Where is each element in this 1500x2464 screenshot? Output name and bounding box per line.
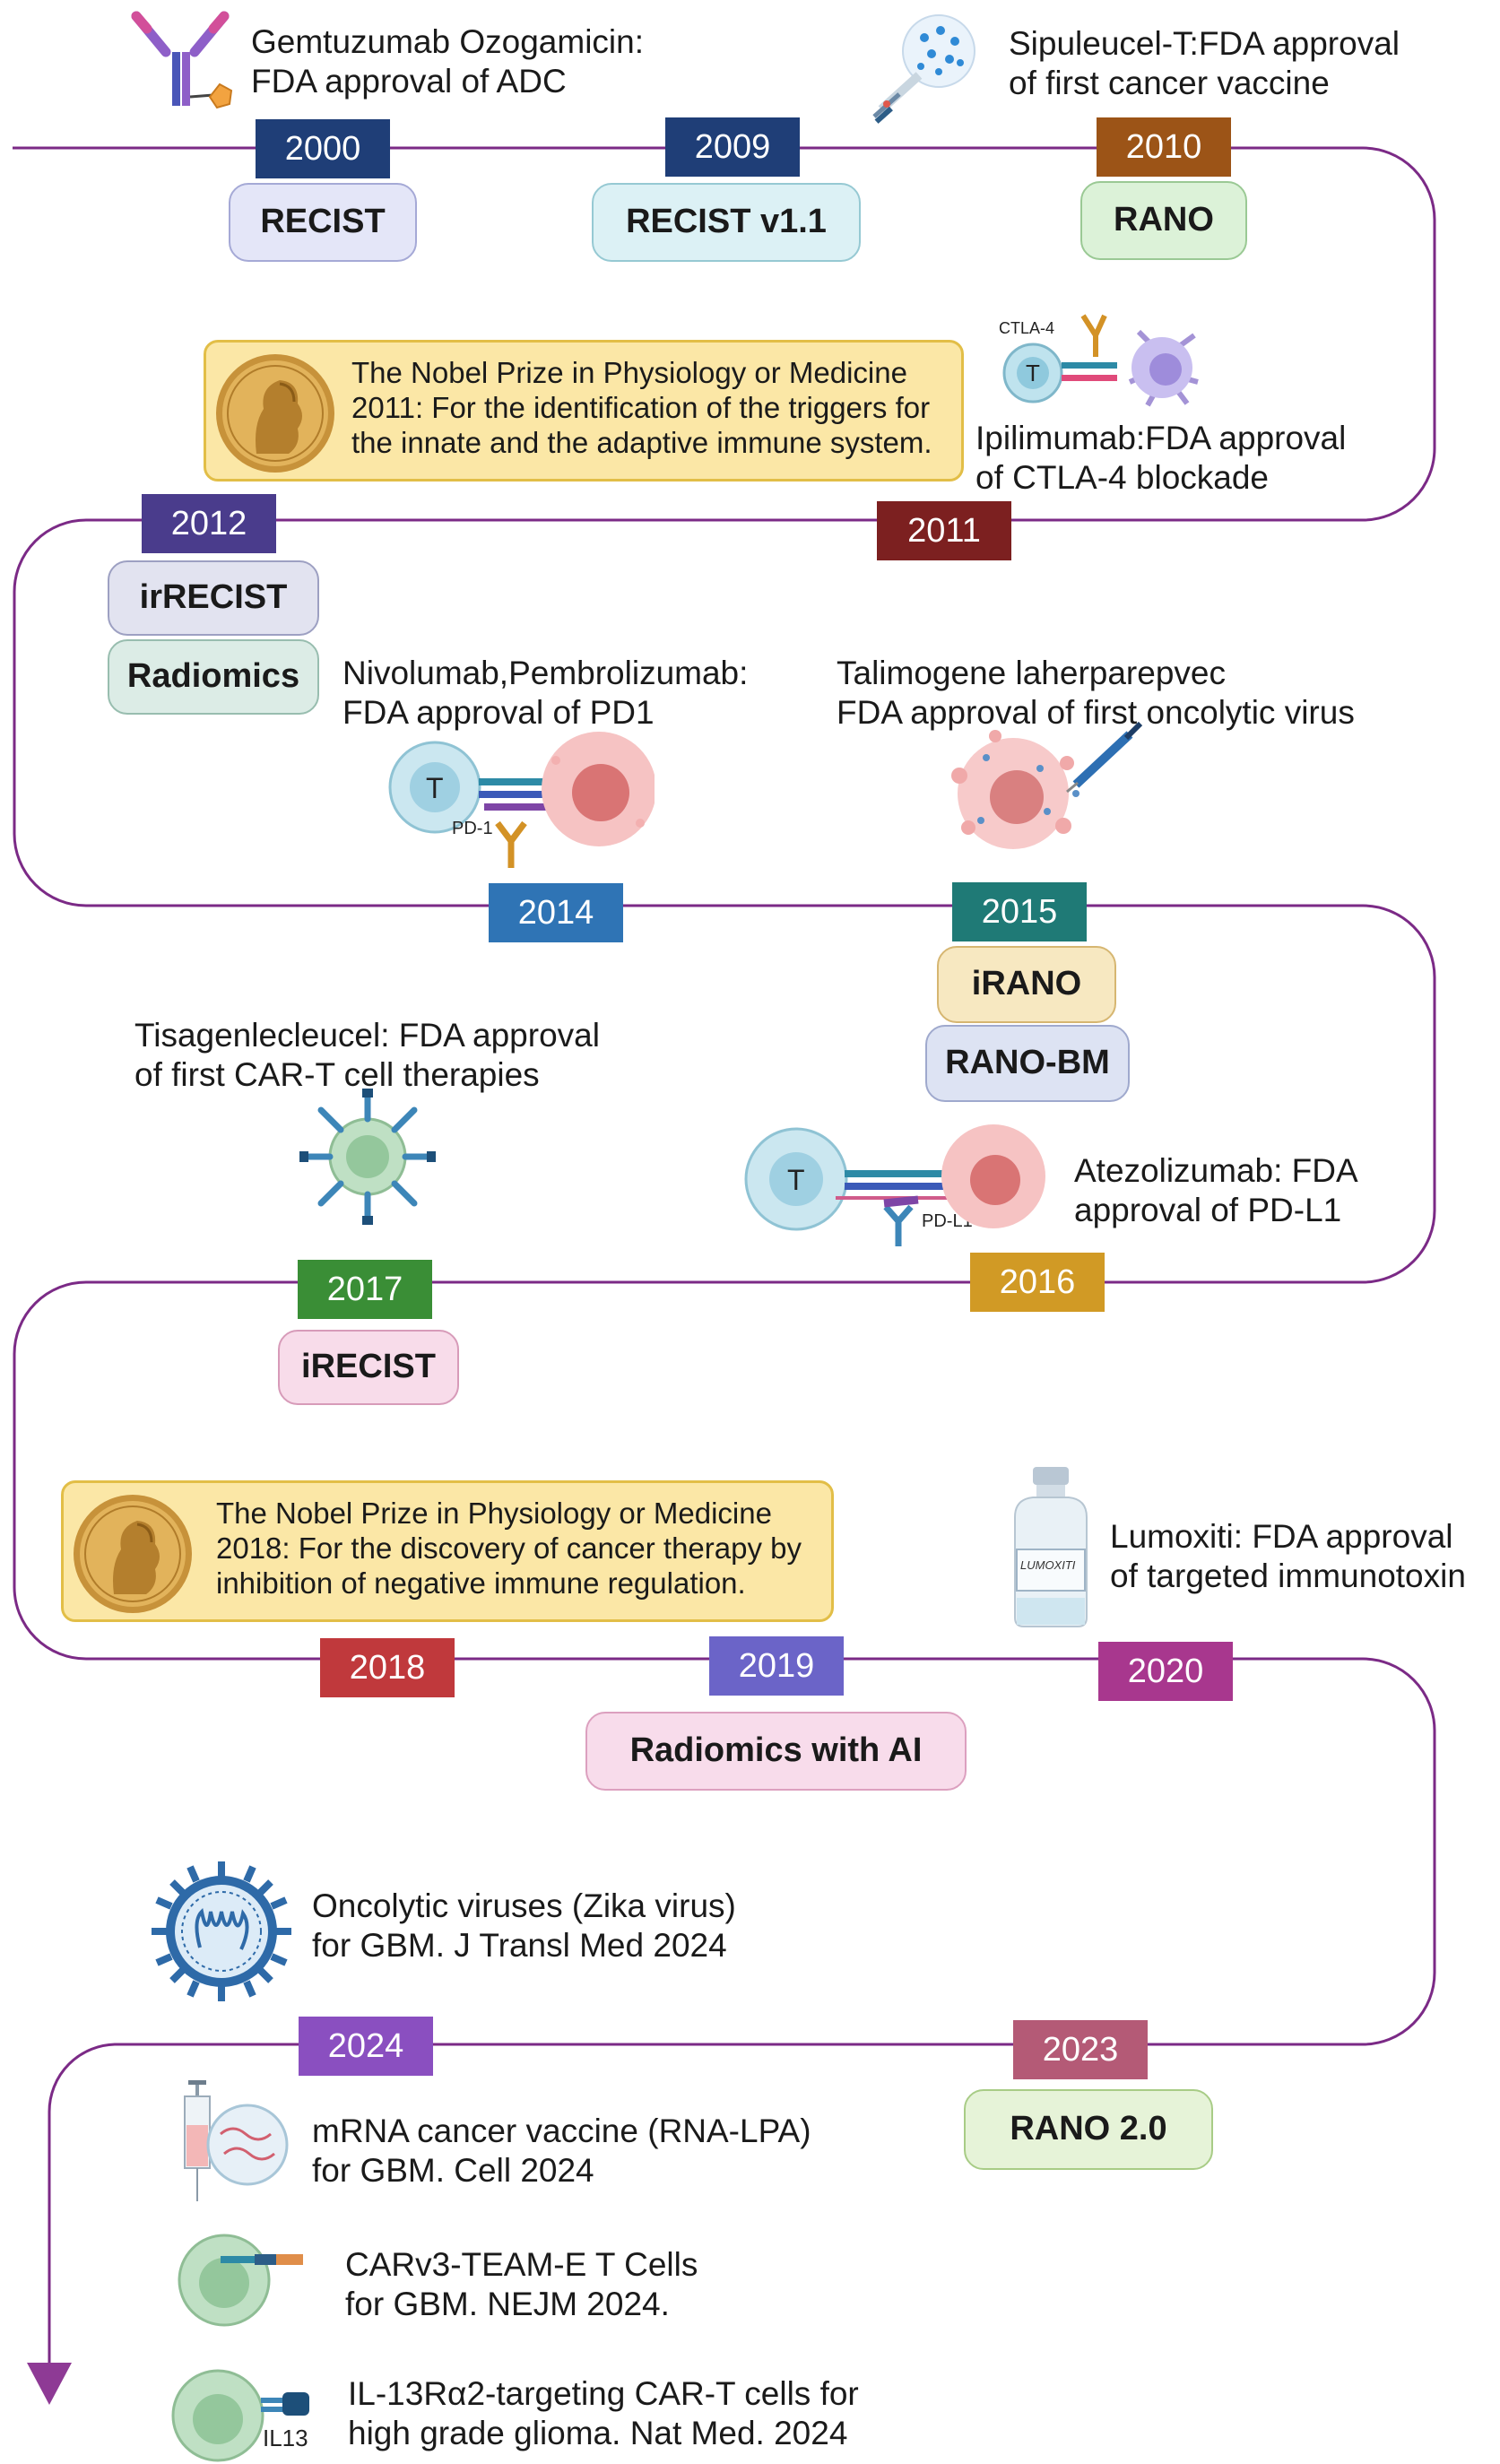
event-atezolizumab: Atezolizumab: FDA approval of PD-L1 <box>1074 1151 1358 1230</box>
mrna-syringe-icon <box>169 2080 294 2206</box>
year-2014: 2014 <box>489 883 623 942</box>
year-2017: 2017 <box>298 1260 432 1319</box>
event-mrna-vaccine: mRNA cancer vaccine (RNA-LPA) for GBM. C… <box>312 2112 811 2191</box>
event-zika: Oncolytic viruses (Zika virus) for GBM. … <box>312 1887 736 1965</box>
nobel-2011-line2: 2011: For the identification of the trig… <box>351 391 931 424</box>
event-il13: IL-13Rα2-targeting CAR-T cells for high … <box>348 2374 859 2453</box>
year-2011: 2011 <box>877 501 1011 560</box>
year-2015: 2015 <box>952 882 1087 941</box>
ctla4-tcell-icon: CTLA-4 T <box>995 296 1210 412</box>
year-2023: 2023 <box>1013 2020 1148 2079</box>
tcell-label-ctla4: T <box>1026 360 1040 386</box>
year-2024: 2024 <box>299 2017 433 2076</box>
criteria-radiomics-with-ai: Radiomics with AI <box>585 1712 967 1791</box>
pd1-label: PD-1 <box>452 819 493 838</box>
event-ipilimumab-line2: of CTLA-4 blockade <box>975 459 1270 496</box>
event-lumoxiti-line2: of targeted immunotoxin <box>1110 1557 1466 1594</box>
event-il13-line2: high grade glioma. Nat Med. 2024 <box>348 2415 848 2451</box>
tcell-label-pd1: T <box>426 772 444 804</box>
event-talimogene-line1: Talimogene laherparepvec <box>837 655 1226 691</box>
vial-label: LUMOXITI <box>1020 1558 1076 1572</box>
year-2000: 2000 <box>256 119 390 178</box>
year-2020: 2020 <box>1098 1642 1233 1701</box>
event-atezolizumab-line1: Atezolizumab: FDA <box>1074 1152 1358 1189</box>
nobel-2011-line3: the innate and the adaptive immune syste… <box>351 426 932 459</box>
event-tisagenlecleucel-line2: of first CAR-T cell therapies <box>134 1056 540 1093</box>
criteria-recist: RECIST <box>229 183 417 262</box>
criteria-irecist: iRECIST <box>278 1330 459 1405</box>
event-talimogene-line2: FDA approval of first oncolytic virus <box>837 694 1355 731</box>
event-nivolumab-line2: FDA approval of PD1 <box>342 694 655 731</box>
event-zika-line2: for GBM. J Transl Med 2024 <box>312 1927 727 1964</box>
oncolytic-virus-tumor-icon <box>941 722 1148 856</box>
criteria-recist-v1-1: RECIST v1.1 <box>592 183 861 262</box>
car-t-cell-icon <box>296 1085 439 1228</box>
criteria-rano-2-0: RANO 2.0 <box>964 2089 1213 2170</box>
event-carv3-line1: CARv3-TEAM-E T Cells <box>345 2246 698 2283</box>
year-2018: 2018 <box>320 1638 455 1697</box>
event-zika-line1: Oncolytic viruses (Zika virus) <box>312 1887 736 1924</box>
nobel-medal-icon <box>71 1492 195 1616</box>
carv3-tcell-icon <box>178 2231 330 2330</box>
vaccine-syringe-icon <box>865 11 982 126</box>
event-lumoxiti-line1: Lumoxiti: FDA approval <box>1110 1518 1453 1555</box>
nobel-2011-box: The Nobel Prize in Physiology or Medicin… <box>204 340 964 482</box>
event-mrna-line1: mRNA cancer vaccine (RNA-LPA) <box>312 2113 811 2149</box>
criteria-rano-bm: RANO-BM <box>925 1025 1130 1102</box>
event-mrna-line2: for GBM. Cell 2024 <box>312 2152 594 2189</box>
zika-virus-icon <box>148 1858 296 2006</box>
il13-label: IL13 <box>263 2425 308 2451</box>
nobel-2011-text: The Nobel Prize in Physiology or Medicin… <box>351 355 932 460</box>
year-2019: 2019 <box>709 1636 844 1696</box>
event-ipilimumab-line1: Ipilimumab:FDA approval <box>975 420 1347 456</box>
nobel-2018-text: The Nobel Prize in Physiology or Medicin… <box>216 1496 802 1601</box>
event-sipuleucel-line2: of first cancer vaccine <box>1009 65 1330 101</box>
il13-cart-cell-icon: IL13 <box>164 2364 334 2462</box>
criteria-irano: iRANO <box>937 946 1116 1023</box>
event-tisagenlecleucel: Tisagenlecleucel: FDA approval of first … <box>134 1016 600 1095</box>
event-gemtuzumab-line1: Gemtuzumab Ozogamicin: <box>251 23 645 60</box>
nobel-2018-line1: The Nobel Prize in Physiology or Medicin… <box>216 1497 772 1530</box>
nobel-2018-line2: 2018: For the discovery of cancer therap… <box>216 1531 802 1565</box>
event-sipuleucel: Sipuleucel-T:FDA approval of first cance… <box>1009 24 1400 103</box>
event-talimogene: Talimogene laherparepvec FDA approval of… <box>837 654 1355 733</box>
event-tisagenlecleucel-line1: Tisagenlecleucel: FDA approval <box>134 1017 600 1054</box>
nobel-2018-box: The Nobel Prize in Physiology or Medicin… <box>61 1480 834 1622</box>
event-gemtuzumab-line2: FDA approval of ADC <box>251 63 567 100</box>
event-nivolumab: Nivolumab,Pembrolizumab: FDA approval of… <box>342 654 748 733</box>
event-gemtuzumab: Gemtuzumab Ozogamicin: FDA approval of A… <box>251 22 644 101</box>
criteria-irrecist: irRECIST <box>108 560 319 636</box>
timeline-path <box>13 146 1436 2367</box>
pdl1-tcell-tumor-icon: T PD-L1 <box>742 1121 1065 1264</box>
nobel-2011-line1: The Nobel Prize in Physiology or Medicin… <box>351 356 907 389</box>
event-ipilimumab: Ipilimumab:FDA approval of CTLA-4 blocka… <box>975 419 1346 498</box>
pdl1-label: PD-L1 <box>922 1211 973 1231</box>
nobel-medal-icon <box>213 351 337 475</box>
criteria-rano: RANO <box>1080 181 1247 260</box>
pd1-tcell-tumor-icon: T PD-1 <box>386 724 655 877</box>
tcell-label-pdl1: T <box>787 1164 805 1196</box>
event-nivolumab-line1: Nivolumab,Pembrolizumab: <box>342 655 749 691</box>
ctla4-label: CTLA-4 <box>999 319 1054 337</box>
year-2010: 2010 <box>1097 117 1231 177</box>
adc-antibody-icon <box>126 9 247 117</box>
year-2016: 2016 <box>970 1253 1105 1312</box>
nobel-2018-line3: inhibition of negative immune regulation… <box>216 1566 746 1600</box>
year-2012: 2012 <box>142 494 276 553</box>
event-atezolizumab-line2: approval of PD-L1 <box>1074 1192 1342 1228</box>
event-lumoxiti: Lumoxiti: FDA approval of targeted immun… <box>1110 1517 1466 1596</box>
event-sipuleucel-line1: Sipuleucel-T:FDA approval <box>1009 25 1400 62</box>
timeline-arrowhead <box>27 2363 72 2405</box>
event-carv3-line2: for GBM. NEJM 2024. <box>345 2286 670 2322</box>
event-carv3: CARv3-TEAM-E T Cells for GBM. NEJM 2024. <box>345 2245 698 2324</box>
event-il13-line1: IL-13Rα2-targeting CAR-T cells for <box>348 2375 859 2412</box>
criteria-radiomics: Radiomics <box>108 639 319 715</box>
lumoxiti-vial-icon: LUMOXITI <box>1006 1463 1096 1629</box>
year-2009: 2009 <box>665 117 800 177</box>
